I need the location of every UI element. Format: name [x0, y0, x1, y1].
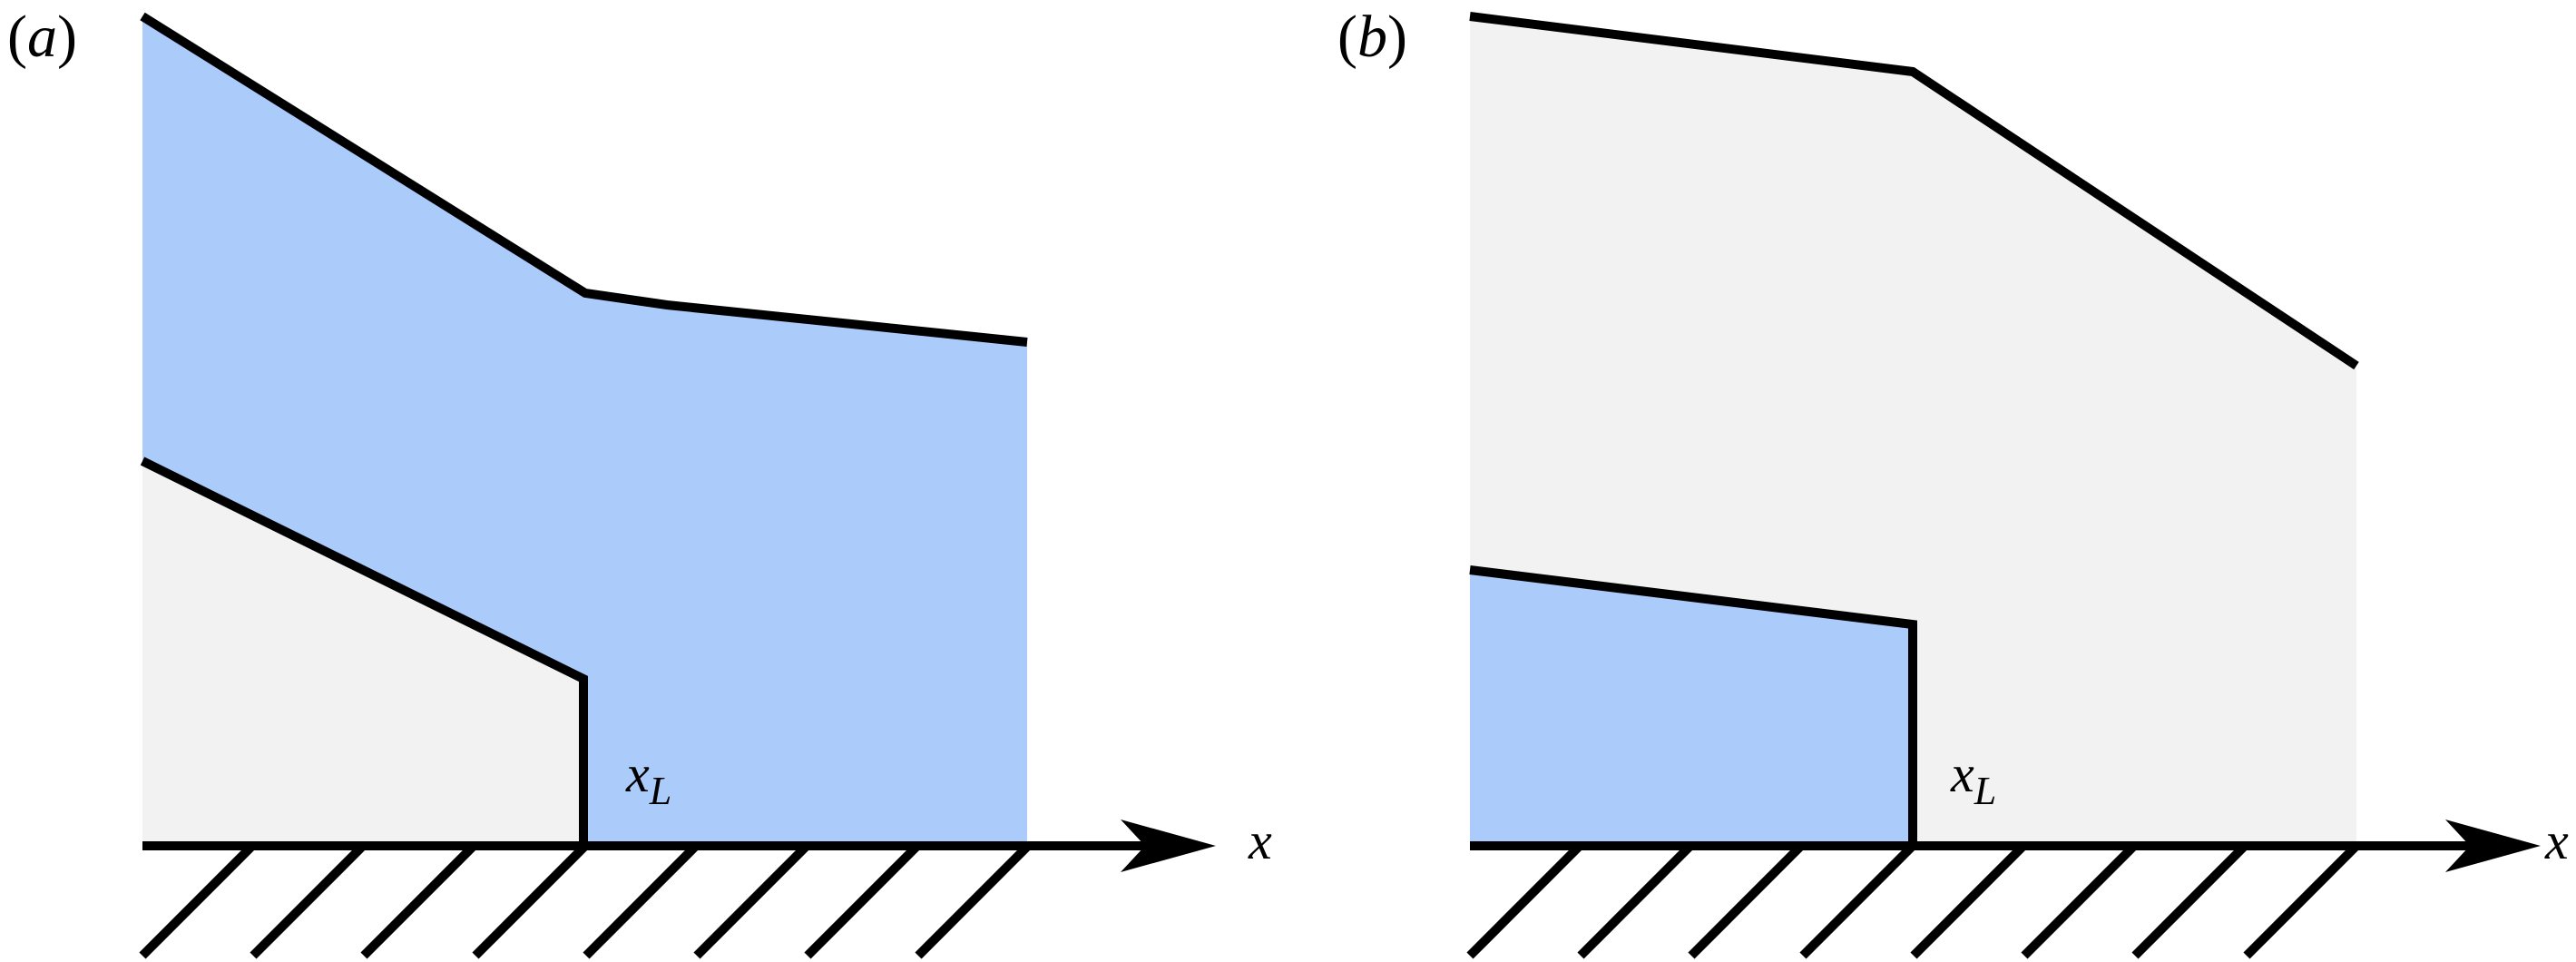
panel-b-xl-label: xL [1950, 744, 1996, 813]
panel-b-blue-region [1470, 570, 1913, 846]
panel-b-label-open-paren: ( [1337, 4, 1357, 70]
panel-a-hatch-mark [583, 842, 700, 959]
panel-b-axis-label: x [2544, 811, 2569, 870]
panel-b-axis-arrowhead [2445, 820, 2541, 872]
panel-b-hatch-mark [1577, 842, 1694, 959]
panel-a-blue-region [142, 16, 1027, 846]
panel-a-lower-boundary [140, 456, 588, 850]
panel-b-hatch-mark [2131, 842, 2248, 959]
panel-b-hatch-mark [1688, 842, 1805, 959]
panel-a-grey-region [142, 461, 583, 846]
panel-a-xl-subscript: L [649, 769, 671, 813]
panel-b: (b) xL x [1337, 4, 2569, 959]
panel-b-lower-boundary [1469, 565, 1917, 850]
panel-b-label-close-paren: ) [1387, 4, 1407, 70]
panel-b-hatch-mark [2021, 842, 2138, 959]
panel-a-hatch-mark [915, 842, 1032, 959]
panel-a-label-open-paren: ( [7, 4, 27, 70]
panel-a-axis-label: x [1248, 811, 1272, 870]
panel-b-hatch-mark [1799, 842, 1916, 959]
panel-a-label-close-paren: ) [57, 4, 77, 70]
panel-a-hatch-mark [472, 842, 589, 959]
panel-a-hatch-mark [360, 842, 477, 959]
panel-a-hatch-mark [139, 842, 256, 959]
panel-b-label-letter: b [1357, 4, 1387, 70]
panel-b-hatch-mark [2243, 842, 2360, 959]
panel-a-label-letter: a [27, 4, 57, 70]
panel-b-upper-boundary [1469, 12, 2359, 370]
panel-a-hatch-mark [250, 842, 367, 959]
panel-a-xl-base: x [625, 744, 650, 803]
panel-b-ground-hatching [1466, 842, 2360, 959]
panel-b-xl-subscript: L [1974, 769, 1996, 813]
panel-a-upper-boundary [140, 12, 1028, 347]
panel-a: (a) xL x [7, 4, 1272, 959]
panel-b-hatch-mark [1466, 842, 1583, 959]
panel-b-xl-base: x [1950, 744, 1974, 803]
panel-b-hatch-mark [1910, 842, 2027, 959]
panel-a-hatch-mark [693, 842, 810, 959]
panel-b-label: (b) [1337, 4, 1407, 70]
panel-a-ground-hatching [139, 842, 1032, 959]
panel-a-hatch-mark [804, 842, 921, 959]
panel-a-label: (a) [7, 4, 77, 70]
panel-a-xl-label: xL [625, 744, 671, 813]
panel-a-axis-arrowhead [1121, 820, 1216, 872]
